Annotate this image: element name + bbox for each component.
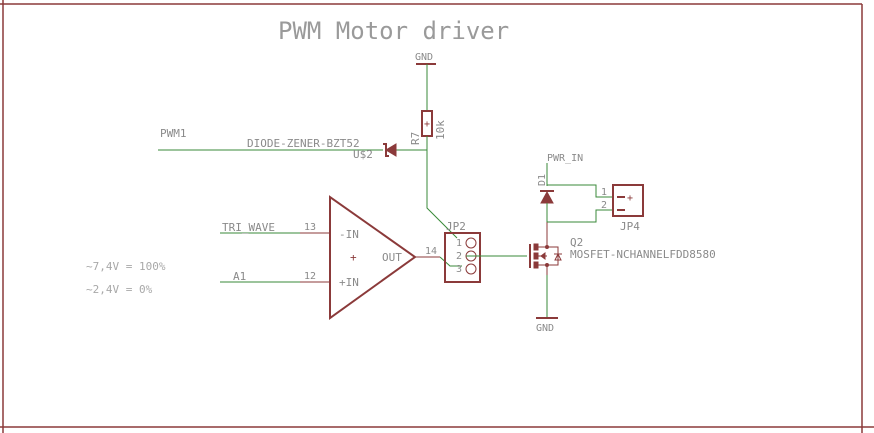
pin-num-13: 13 — [304, 222, 316, 233]
mosfet-q2[interactable] — [529, 222, 562, 275]
q2-name: Q2 — [570, 236, 583, 249]
r7-name: R7 — [409, 132, 422, 145]
wire-r7-jp2 — [426, 136, 458, 239]
opamp-minus-in: -IN — [339, 228, 359, 241]
opamp-plus-in: +IN — [339, 276, 359, 289]
d1-name: D1 — [537, 174, 548, 186]
jp2-pad-1 — [465, 237, 477, 249]
jp2-name: JP2 — [446, 220, 466, 233]
jp4-pin-2: 2 — [601, 200, 607, 211]
gnd-bottom-label: GND — [536, 323, 554, 334]
mosfet-drain — [538, 222, 548, 248]
jp2-pad-3 — [465, 263, 477, 275]
wire-jp4-pin1 — [547, 184, 613, 198]
jp2-pin-2: 2 — [456, 251, 462, 262]
jp2-pin-3: 3 — [456, 264, 462, 275]
mosfet-source — [538, 264, 548, 275]
pin-num-14: 14 — [425, 246, 437, 257]
jp4-plus-mark: + — [627, 193, 633, 204]
r7-value: 10k — [434, 120, 447, 140]
wire-out-jp2 — [439, 256, 462, 267]
mosfet-body-diode — [554, 252, 562, 261]
zener-triangle — [385, 143, 397, 157]
mosfet-junction-2 — [545, 263, 549, 267]
mosfet-arrow — [540, 252, 546, 260]
mosfet-channel-1 — [533, 243, 539, 251]
connector-jp4[interactable] — [612, 184, 644, 217]
wire-jp4-pin2 — [547, 209, 613, 223]
jp2-pin-1: 1 — [456, 238, 462, 249]
note-100-percent: ~7,4V = 100% — [86, 260, 166, 273]
resistor-polarity-mark: + — [424, 119, 430, 130]
net-label-tri-wave: TRI_WAVE — [222, 221, 275, 234]
opamp-triangle[interactable] — [329, 195, 417, 320]
net-label-a1: A1 — [233, 270, 246, 283]
q2-value: MOSFET-NCHANNELFDD8580 — [570, 248, 716, 261]
opamp-center-mark: + — [350, 251, 357, 264]
pin-num-12: 12 — [304, 271, 316, 282]
jp4-pin-1: 1 — [601, 187, 607, 198]
net-label-pwm1: PWM1 — [160, 127, 187, 140]
zener-value: DIODE-ZENER-BZT52 — [247, 137, 360, 150]
net-label-pwr-in: PWR_IN — [547, 153, 583, 164]
opamp-out-label: OUT — [382, 251, 402, 264]
d1-triangle — [540, 190, 554, 204]
mosfet-junction-1 — [545, 245, 549, 249]
zener-diode-u2[interactable] — [383, 143, 397, 157]
schematic-title: PWM Motor driver — [278, 17, 509, 45]
zener-name: U$2 — [353, 148, 373, 161]
zener-bar — [383, 143, 389, 157]
mosfet-body-diode-wire — [547, 246, 559, 266]
jumper-jp2[interactable] — [444, 232, 481, 283]
diode-d1[interactable] — [540, 190, 554, 204]
note-0-percent: ~2,4V = 0% — [86, 283, 153, 296]
mosfet-channel-2 — [533, 252, 539, 260]
gnd-top-label: GND — [415, 52, 433, 63]
jp4-name: JP4 — [620, 220, 640, 233]
mosfet-channel-3 — [533, 261, 539, 269]
